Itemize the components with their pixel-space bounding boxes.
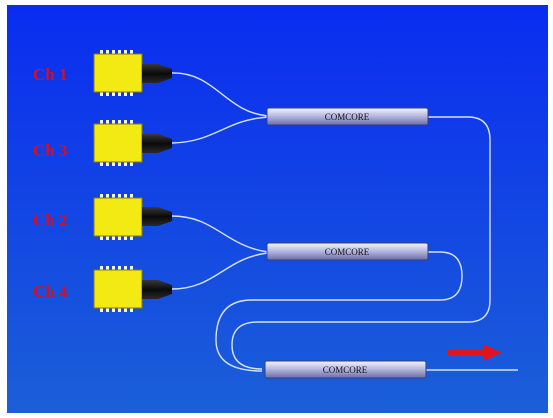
fiber-lines: [171, 72, 518, 372]
coupler-1: COMCORE: [266, 107, 429, 126]
fiber-ch3-to-coupler1: [171, 116, 269, 144]
channel-label-ch2: Ch 2: [33, 211, 67, 230]
coupler-label-2: COMCORE: [325, 247, 370, 257]
channel-label-ch1: Ch 1: [33, 65, 67, 84]
right-arrow-icon: [447, 344, 502, 361]
coupler-label-1: COMCORE: [325, 112, 370, 122]
laser-chip-ch3: [93, 120, 172, 166]
coupler-3: COMCORE: [264, 360, 427, 379]
fiber-coupler2-output: [215, 251, 463, 372]
coupler-label-3: COMCORE: [323, 365, 368, 375]
fiber-ch2-to-coupler2: [171, 215, 269, 253]
laser-chip-ch4: [93, 266, 172, 312]
coupler-2: COMCORE: [266, 242, 429, 261]
channel-label-ch4: Ch 4: [33, 282, 68, 301]
fiber-ch1-to-coupler1: [171, 72, 269, 117]
channel-label-ch3: Ch 3: [33, 141, 67, 160]
laser-chip-ch2: [93, 194, 172, 240]
fiber-coupler1-output: [231, 116, 491, 370]
fiber-ch4-to-coupler2: [171, 252, 269, 290]
laser-chip-ch1: [93, 50, 172, 96]
